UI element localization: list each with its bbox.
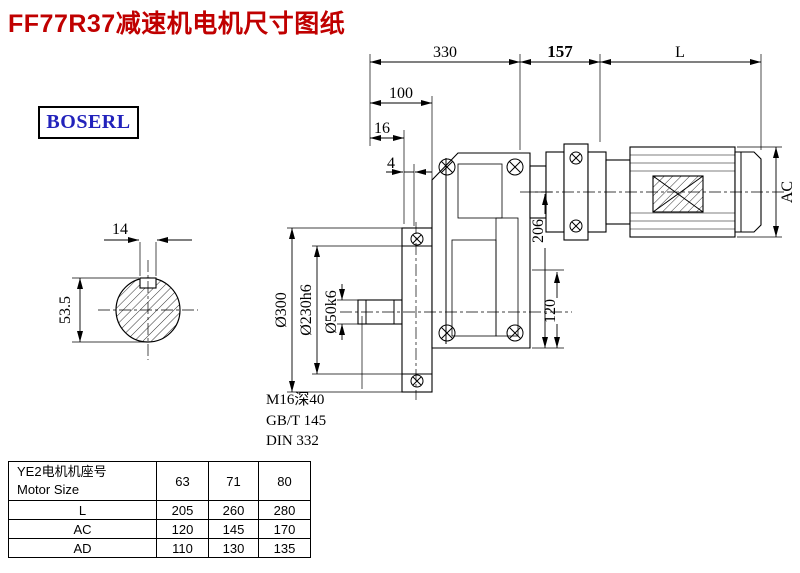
dim-206-label: 206 <box>530 219 547 243</box>
table-row-AC: AC 120 145 170 <box>8 519 311 539</box>
dim-dia50-label: Ø50k6 <box>323 290 340 334</box>
dim-100-label: 100 <box>389 85 413 102</box>
cooling-fins <box>630 154 735 230</box>
cell-AC-71: 145 <box>208 519 259 539</box>
brand-logo-text: BOSERL <box>46 111 131 133</box>
cell-AC-63: 120 <box>156 519 209 539</box>
input-gear-internal <box>457 163 503 219</box>
standard-gb: GB/T 145 <box>266 413 326 429</box>
dim-330-label: 330 <box>433 44 457 61</box>
dim-53-5-label: 53.5 <box>57 296 74 324</box>
output-shaft <box>357 299 403 325</box>
table-row-AD: AD 110 130 135 <box>8 538 311 558</box>
dim-AC-label: AC <box>779 181 796 203</box>
header-size-63: 63 <box>156 461 209 501</box>
thread-note: M16深40 <box>266 391 324 408</box>
header-label-en: Motor Size <box>17 482 80 497</box>
table-header-row: YE2电机机座号 Motor Size 63 71 80 <box>8 461 311 501</box>
standard-din: DIN 332 <box>266 433 319 449</box>
cell-L-63: 205 <box>156 500 209 520</box>
gearbox-assembly-view <box>357 143 762 393</box>
cell-AC-80: 170 <box>258 519 311 539</box>
mounting-flange <box>401 227 433 393</box>
row-label-AD: AD <box>8 538 157 558</box>
dim-120-label: 120 <box>542 299 559 323</box>
dimension-lines <box>77 59 779 392</box>
dimension-labels: 330 157 L 100 16 4 Ø300 Ø230h6 Ø50k6 206… <box>57 42 796 449</box>
header-label-cn: YE2电机机座号 <box>17 464 107 480</box>
cell-AD-80: 135 <box>258 538 311 558</box>
dim-dia300-label: Ø300 <box>273 292 290 328</box>
motor-size-table: YE2电机机座号 Motor Size 63 71 80 L 205 260 2… <box>8 461 311 558</box>
row-label-L: L <box>8 500 157 520</box>
gear-housing <box>431 152 531 349</box>
centerlines <box>98 191 786 400</box>
dim-14-label: 14 <box>112 221 128 238</box>
dim-16-label: 16 <box>374 120 390 137</box>
cell-AD-71: 130 <box>208 538 259 558</box>
bolt-hole-marks <box>410 151 583 388</box>
row-label-AC: AC <box>8 519 157 539</box>
dim-4-label: 4 <box>387 155 395 172</box>
dim-L-label: L <box>675 44 685 61</box>
cell-L-71: 260 <box>208 500 259 520</box>
header-motor-size-cell: YE2电机机座号 Motor Size <box>8 461 157 501</box>
cell-AD-63: 110 <box>156 538 209 558</box>
dimension-drawing: 330 157 L 100 16 4 Ø300 Ø230h6 Ø50k6 206… <box>57 42 796 449</box>
header-size-80: 80 <box>258 461 311 501</box>
cell-L-80: 280 <box>258 500 311 520</box>
brand-logo: BOSERL <box>38 106 139 139</box>
gear-shaft-internal <box>495 217 519 337</box>
dim-157-label: 157 <box>547 42 573 61</box>
table-row-L: L 205 260 280 <box>8 500 311 520</box>
header-size-71: 71 <box>208 461 259 501</box>
page-title: FF77R37减速机电机尺寸图纸 <box>8 10 346 38</box>
dim-dia230-label: Ø230h6 <box>298 284 315 336</box>
